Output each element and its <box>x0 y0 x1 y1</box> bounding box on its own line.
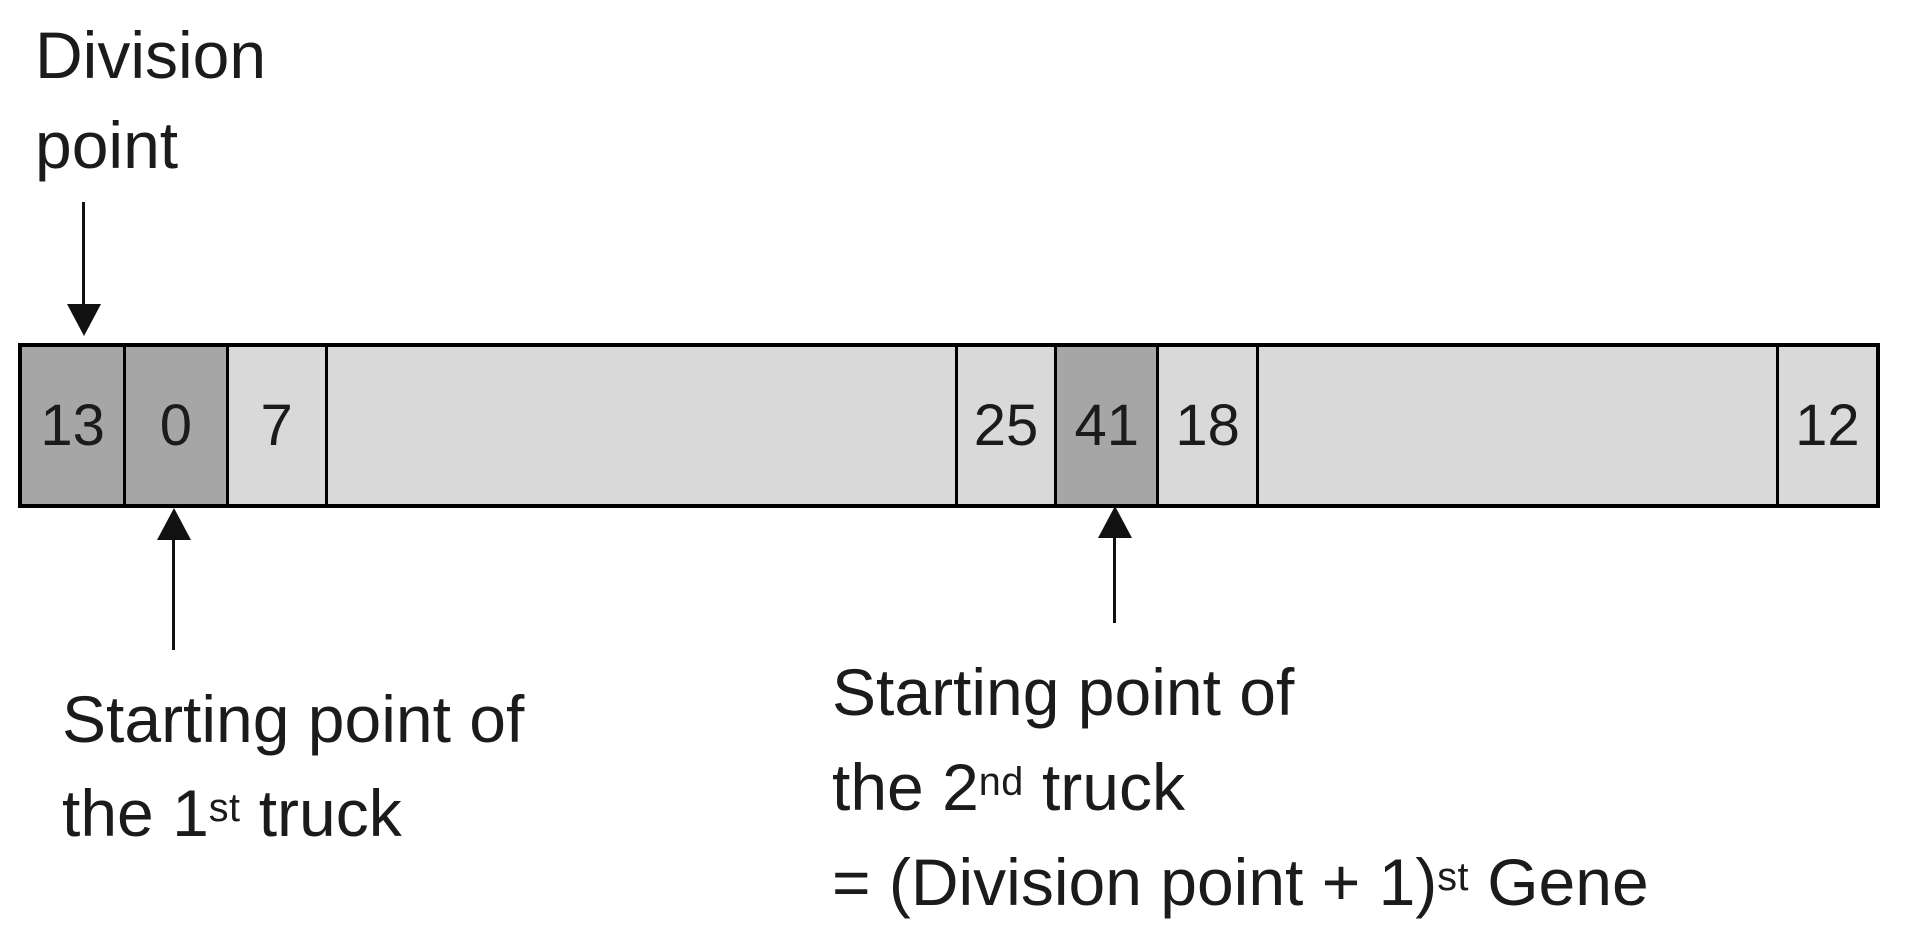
truck2-start-label: Starting point of the 2nd truck = (Divis… <box>832 645 1649 930</box>
truck1-arrow-line <box>172 536 175 650</box>
gene-cell-unlabeled <box>327 347 958 504</box>
ordinal-suffix-2nd: nd <box>978 759 1024 804</box>
gene-cell-0: 0 <box>126 347 229 504</box>
truck2-start-label-line1: Starting point of <box>832 655 1295 729</box>
truck1-start-label-line1: Starting point of <box>62 682 525 756</box>
truck1-arrow-head-icon <box>157 508 191 540</box>
ordinal-suffix-1st: st <box>208 785 241 830</box>
division-point-label-line2: point <box>35 108 179 182</box>
truck1-start-label: Starting point of the 1st truck <box>62 672 524 860</box>
gene-cell-18: 18 <box>1159 347 1259 504</box>
gene-cell-13: 13 <box>22 347 127 504</box>
gene-cell-7: 7 <box>228 347 328 504</box>
truck2-start-label-line3: = (Division point + 1)st Gene <box>832 845 1649 919</box>
truck1-start-label-line2: the 1st truck <box>62 776 402 850</box>
division-point-label-line1: Division <box>35 18 267 92</box>
truck2-arrow-line <box>1113 534 1116 623</box>
division-point-label: Division point <box>35 10 266 190</box>
gene-cell-25: 25 <box>957 347 1058 504</box>
truck2-start-label-line2: the 2nd truck <box>832 750 1185 824</box>
division-point-arrow-line <box>82 202 85 310</box>
ordinal-suffix-st-gene: st <box>1437 854 1469 899</box>
division-point-arrow-head-icon <box>67 304 101 336</box>
truck2-arrow-head-icon <box>1098 506 1132 538</box>
gene-cell-unlabeled <box>1258 347 1779 504</box>
gene-cell-12: 12 <box>1778 347 1876 504</box>
gene-cell-41: 41 <box>1057 347 1160 504</box>
